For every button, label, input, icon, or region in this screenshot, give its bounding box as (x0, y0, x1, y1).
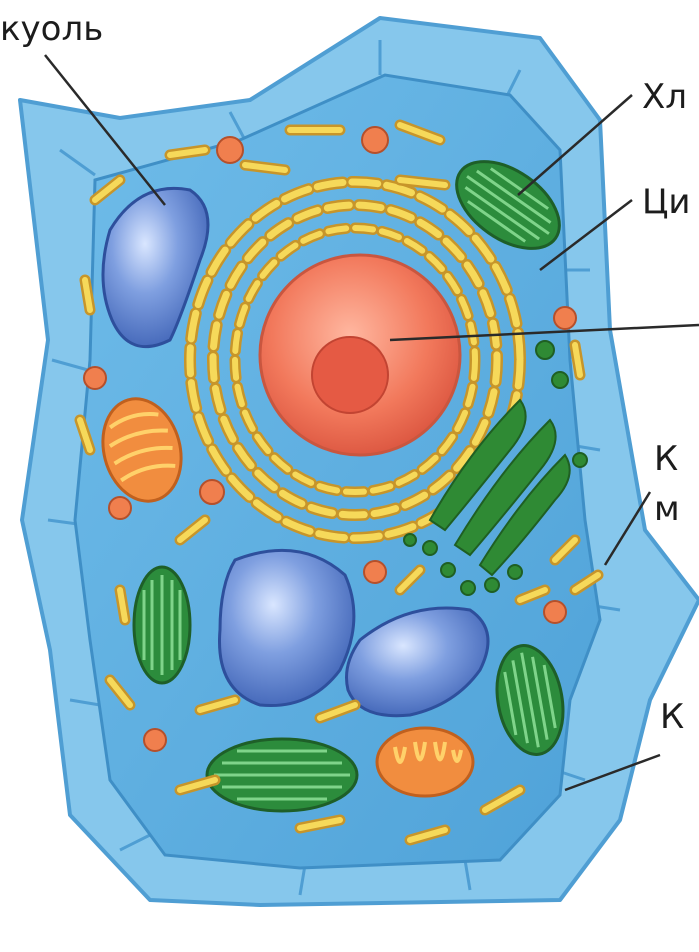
label-cell-wall: К (660, 700, 684, 734)
label-vacuole: куоль (0, 12, 103, 46)
nucleolus (312, 337, 388, 413)
label-cytoplasm: Ци (642, 185, 691, 219)
label-membrane-line1: К (654, 442, 678, 476)
label-chloroplast: Хл (642, 80, 687, 114)
label-membrane-line2: м (654, 492, 680, 526)
